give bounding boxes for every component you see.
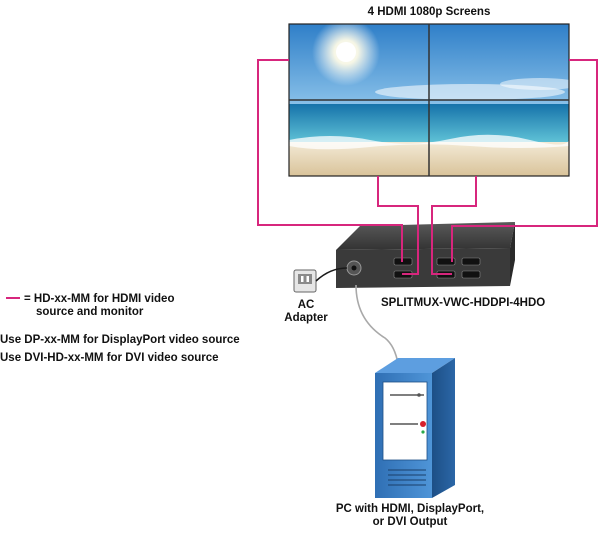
sun-icon bbox=[312, 18, 380, 86]
note-displayport: Use DP-xx-MM for DisplayPort video sourc… bbox=[0, 334, 240, 347]
pc-label: PC with HDMI, DisplayPort, or DVI Output bbox=[320, 503, 500, 529]
pc-tower bbox=[375, 358, 455, 498]
power-plug-icon bbox=[294, 270, 316, 292]
video-wall bbox=[289, 18, 580, 176]
adapter-label-line1: AC bbox=[280, 299, 332, 312]
legend-text-line1: = HD-xx-MM for HDMI video bbox=[24, 293, 174, 306]
video-wall-title: 4 HDMI 1080p Screens bbox=[300, 6, 558, 19]
pc-label-line2: or DVI Output bbox=[320, 516, 500, 529]
device-label: SPLITMUX-VWC-HDDPI-4HDO bbox=[381, 297, 545, 310]
legend-text-line2: source and monitor bbox=[36, 306, 143, 319]
pc-label-line1: PC with HDMI, DisplayPort, bbox=[320, 503, 500, 516]
power-jack-icon bbox=[347, 261, 361, 275]
adapter-label-line2: Adapter bbox=[280, 312, 332, 325]
note-dvi: Use DVI-HD-xx-MM for DVI video source bbox=[0, 352, 219, 365]
adapter-label: AC Adapter bbox=[280, 299, 332, 325]
splitter-device bbox=[336, 222, 515, 288]
